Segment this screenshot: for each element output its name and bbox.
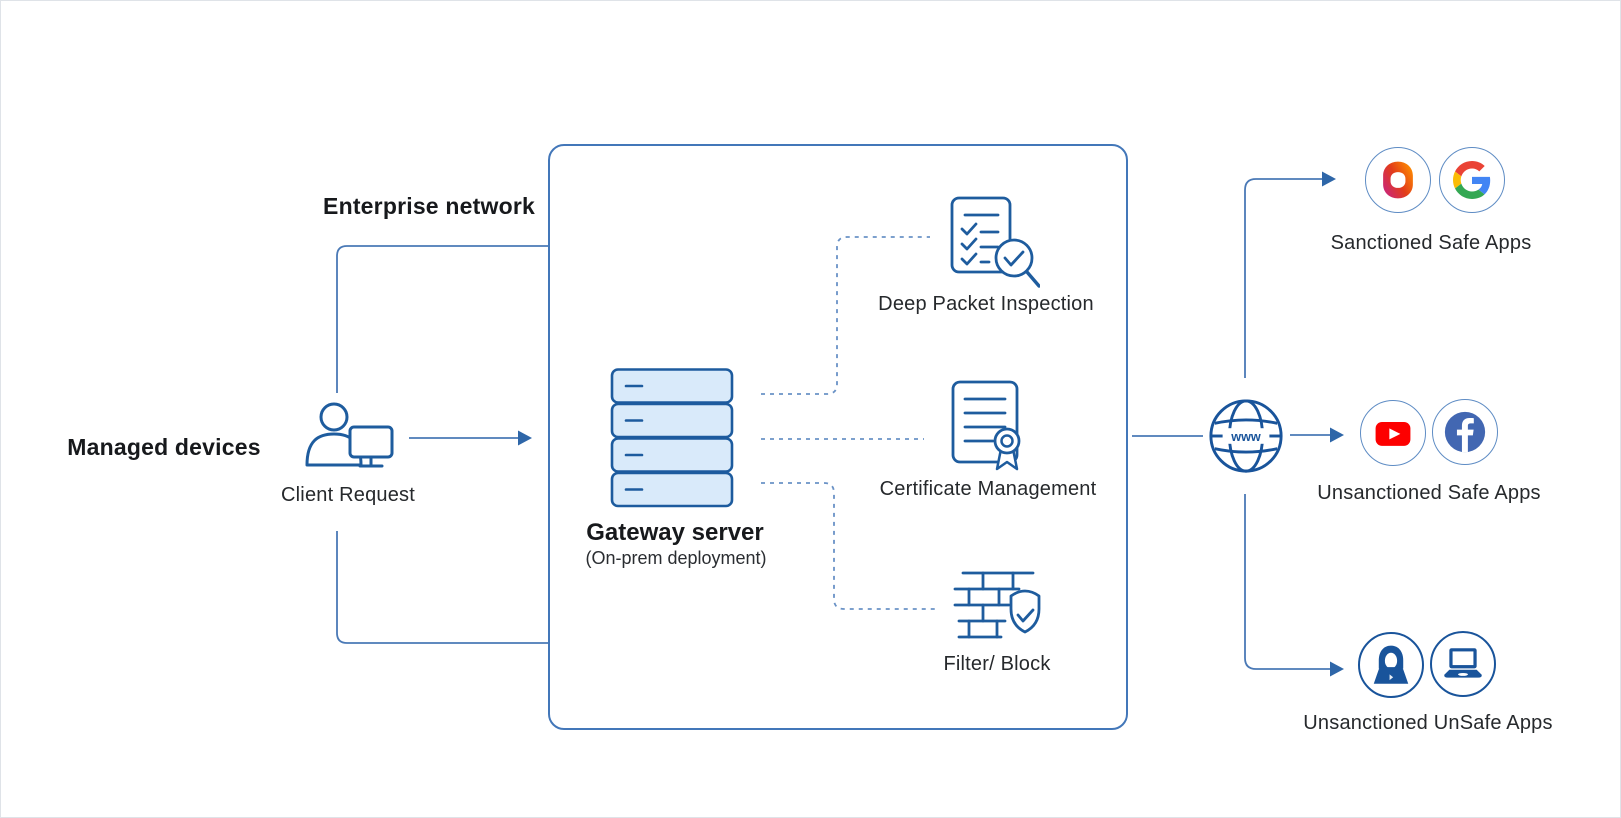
checklist-magnifier-icon [950,196,1040,288]
destination-label-unsanctioned-unsafe: Unsanctioned UnSafe Apps [1303,712,1553,734]
hacker-icon [1373,645,1409,684]
managed-devices-heading: Managed devices [67,434,261,460]
hacker-app-badge [1358,632,1424,698]
certificate-ribbon-icon [951,380,1021,471]
globe-www-icon: www [1209,399,1283,473]
gateway-server-title: Gateway server [586,519,764,546]
feature-label-deep-packet-inspection: Deep Packet Inspection [878,293,1094,315]
laptop-app-badge [1430,631,1496,697]
facebook-icon [1444,411,1486,453]
youtube-icon [1375,422,1411,446]
feature-label-certificate-management: Certificate Management [879,478,1097,500]
client-arrow [409,430,532,446]
facebook-app-badge [1432,399,1498,465]
office-app-badge [1365,147,1431,213]
microsoft-office-icon [1383,161,1413,199]
laptop-icon [1444,648,1482,678]
destination-label-sanctioned-safe: Sanctioned Safe Apps [1330,232,1532,254]
firewall-shield-icon [953,571,1041,639]
enterprise-network-heading: Enterprise network [323,193,535,219]
enterprise-bracket [336,245,548,644]
gateway-server-subtitle: (On-prem deployment) [585,548,767,568]
youtube-app-badge [1360,400,1426,466]
destination-label-unsanctioned-safe: Unsanctioned Safe Apps [1317,482,1541,504]
server-icon [610,368,734,508]
google-app-badge [1439,147,1505,213]
gateway-server-enclosure [548,144,1128,730]
person-computer-icon [305,402,394,468]
globe-www-label: www [1230,430,1261,444]
client-request-label: Client Request [281,484,415,506]
google-icon [1453,161,1491,199]
connector-filter-block [761,482,937,610]
feature-label-filter-block: Filter/ Block [943,653,1051,675]
feature-connectors [761,236,937,610]
globe-branches [1244,171,1344,677]
